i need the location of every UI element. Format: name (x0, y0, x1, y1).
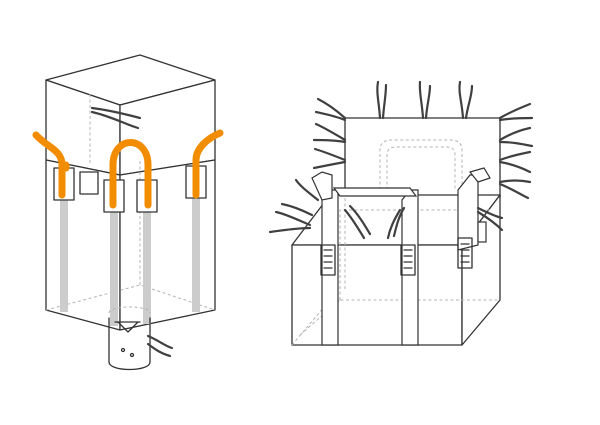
right-bag-strap-loop (468, 167, 491, 183)
right-bag-tie (498, 102, 532, 120)
right-bag-tie (458, 80, 465, 120)
left-bag-spout-tie (146, 342, 172, 358)
right-bag-tie (313, 147, 347, 162)
right-bag-stitching (323, 249, 333, 269)
right-bag-tie (312, 138, 347, 144)
left-bag-label-pocket (79, 171, 99, 195)
left-bag-top-tie (90, 106, 142, 120)
right-bag-tie (274, 210, 312, 227)
right-bag-tie (381, 83, 388, 120)
right-bag-tie (424, 84, 432, 120)
right-bag-tie (314, 122, 347, 142)
right-bag-liner-outline (379, 139, 463, 190)
right-bag-tie (376, 80, 382, 120)
left-bag-top-tie (90, 110, 140, 130)
right-bag-tie (392, 206, 406, 238)
lift-loop-highlight (192, 129, 224, 199)
right-bag-stitch-patch (457, 237, 473, 269)
right-bag-tie (386, 208, 402, 240)
right-bag-tie (348, 204, 372, 236)
right-bag-stitch-patch (320, 244, 336, 276)
left-bag-discharge-spout (108, 317, 151, 371)
lift-loop-highlight (109, 139, 152, 209)
right-bag-tie (498, 140, 534, 148)
right-bag-strap-end (477, 221, 487, 243)
left-bag-hidden-bottom (45, 284, 216, 311)
right-bag-stitch-patch (400, 244, 416, 276)
left-bag-spout-valve (114, 321, 141, 333)
left-bag-figure (32, 54, 224, 371)
right-bag-tie (498, 182, 530, 200)
right-bag-strap-bridge (332, 187, 418, 197)
right-bag-liner-outline (386, 146, 456, 190)
right-bag-tie (314, 110, 347, 122)
right-bag-figure (268, 80, 534, 346)
right-bag-tie (294, 178, 320, 202)
left-bag-sewn-strip (110, 212, 118, 326)
right-bag-tie (268, 226, 312, 234)
right-bag-strap-loop (311, 171, 333, 201)
right-bag-tie (498, 160, 532, 174)
right-bag-tie (498, 116, 534, 122)
lift-loop-highlight (32, 131, 66, 199)
left-bag-sewn-strip (143, 212, 151, 324)
left-bag-sewn-strip (60, 200, 68, 312)
right-bag-tie (498, 179, 532, 184)
left-bag-spout-stud (129, 352, 135, 358)
right-bag-hidden-edges (339, 209, 490, 300)
right-bag-tie (476, 210, 504, 232)
left-bag-sewn-strip (192, 198, 200, 312)
left-bag-spout-tie (146, 334, 174, 350)
right-bag-stitching (403, 249, 413, 269)
right-bag-tie (418, 80, 425, 120)
left-bag-spout-top (108, 306, 151, 314)
right-bag-tie (316, 97, 347, 120)
left-bag-spout-stud (120, 347, 126, 353)
right-bag-front-panel (291, 244, 463, 346)
right-bag-tie (312, 160, 347, 170)
right-bag-hidden-edges (291, 299, 331, 346)
right-bag-tie (498, 150, 532, 162)
right-bag-tie (498, 126, 532, 142)
right-bag-tie (464, 84, 474, 120)
right-bag-tie (476, 206, 504, 220)
right-bag-stitching (460, 243, 470, 263)
right-bag-strap (457, 174, 479, 251)
right-bag-tie (280, 202, 314, 217)
right-bag-tie (343, 208, 366, 240)
